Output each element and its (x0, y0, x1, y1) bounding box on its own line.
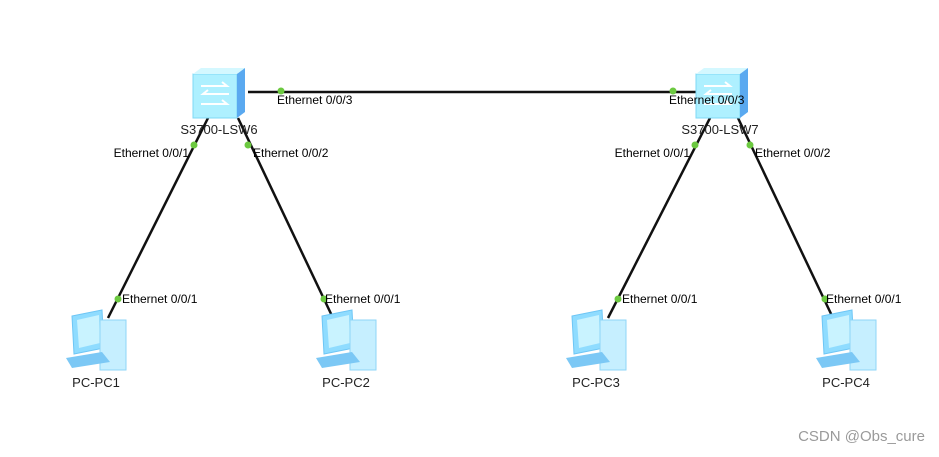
port-label: Ethernet 0/0/2 (253, 146, 329, 160)
link-lsw7-pc3[interactable] (606, 117, 712, 319)
port-label: Ethernet 0/0/1 (826, 292, 902, 306)
port-label: Ethernet 0/0/1 (122, 292, 198, 306)
port-dots (114, 87, 829, 303)
port-label: Ethernet 0/0/3 (669, 93, 745, 107)
pc1-label: PC-PC1 (72, 375, 120, 390)
pc1-icon[interactable] (65, 309, 127, 371)
pc3-icon[interactable] (565, 309, 627, 371)
lsw6-label: S3700-LSW6 (180, 122, 258, 137)
pc4-icon[interactable] (815, 309, 877, 371)
port-label: Ethernet 0/0/2 (755, 146, 831, 160)
switch-lsw6-icon[interactable] (192, 67, 246, 119)
port-label: Ethernet 0/0/1 (325, 292, 401, 306)
port-label: Ethernet 0/0/3 (277, 93, 353, 107)
port-label: Ethernet 0/0/1 (622, 292, 698, 306)
lsw7-label: S3700-LSW7 (681, 122, 759, 137)
port-label: Ethernet 0/0/1 (614, 146, 690, 160)
port-label: Ethernet 0/0/1 (113, 146, 189, 160)
link-lsw6-pc1[interactable] (106, 117, 210, 319)
pc4-label: PC-PC4 (822, 375, 870, 390)
watermark: CSDN @Obs_cure (798, 428, 925, 445)
pc2-icon[interactable] (315, 309, 377, 371)
pc2-label: PC-PC2 (322, 375, 370, 390)
link-lsw7-pc4[interactable] (736, 117, 835, 319)
link-lsw6-pc2[interactable] (236, 117, 335, 319)
pc3-label: PC-PC3 (572, 375, 620, 390)
